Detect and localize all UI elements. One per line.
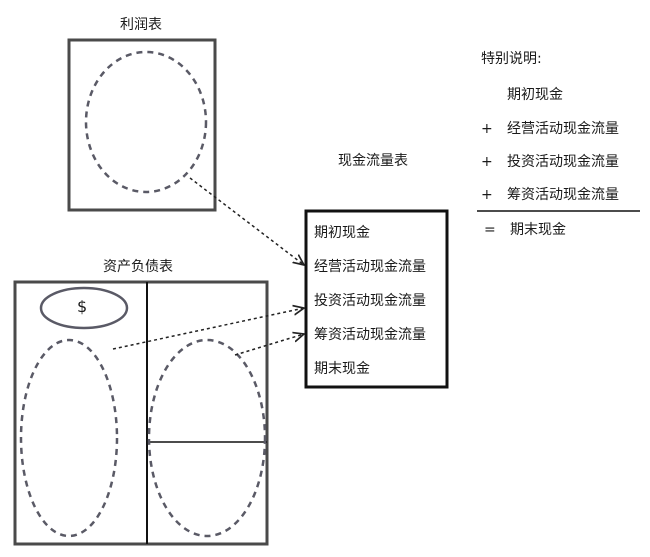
cash-oval bbox=[39, 286, 129, 330]
note-op-plus: + bbox=[481, 187, 493, 203]
income-statement-dashed-oval bbox=[84, 50, 208, 194]
note-op-plus: + bbox=[481, 154, 493, 170]
cf-row-operating: 经营活动现金流量 bbox=[314, 259, 426, 275]
cf-row-financing: 筹资活动现金流量 bbox=[314, 327, 426, 343]
note-line-text: 经营活动现金流量 bbox=[507, 121, 619, 137]
note-line-text: 投资活动现金流量 bbox=[507, 154, 619, 170]
cf-row-investing: 投资活动现金流量 bbox=[314, 293, 426, 309]
income-statement-box bbox=[67, 38, 217, 212]
cf-row-ending-cash: 期末现金 bbox=[314, 361, 370, 377]
cash-flow-statement-title: 现金流量表 bbox=[338, 153, 408, 169]
liabilities-equity-dashed-oval bbox=[147, 338, 267, 538]
note-result-ending-cash: = 期末现金 bbox=[484, 219, 566, 239]
note-title: 特别说明: bbox=[481, 51, 542, 67]
note-line-financing: + 筹资活动现金流量 bbox=[481, 184, 619, 204]
note-line-text: 期初现金 bbox=[507, 87, 563, 103]
cash-flow-statement-box bbox=[304, 209, 449, 389]
balance-sheet-title: 资产负债表 bbox=[103, 259, 173, 275]
note-line-beginning-cash: 期初现金 bbox=[481, 84, 563, 104]
cf-row-beginning-cash: 期初现金 bbox=[314, 225, 370, 241]
note-line-investing: + 投资活动现金流量 bbox=[481, 151, 619, 171]
dollar-sign: $ bbox=[77, 297, 88, 316]
balance-sheet-box bbox=[13, 280, 269, 546]
note-line-operating: + 经营活动现金流量 bbox=[481, 118, 619, 138]
note-op-equals: = bbox=[484, 222, 496, 238]
note-line-text: 筹资活动现金流量 bbox=[507, 187, 619, 203]
arrow-income-to-operating bbox=[189, 177, 304, 265]
arrow-liabilities-to-financing bbox=[234, 334, 304, 356]
note-result-text: 期末现金 bbox=[510, 222, 566, 238]
income-statement-title: 利润表 bbox=[120, 17, 162, 33]
arrow-assets-to-investing bbox=[112, 308, 304, 350]
note-op-plus: + bbox=[481, 121, 493, 137]
assets-dashed-oval bbox=[19, 338, 119, 538]
